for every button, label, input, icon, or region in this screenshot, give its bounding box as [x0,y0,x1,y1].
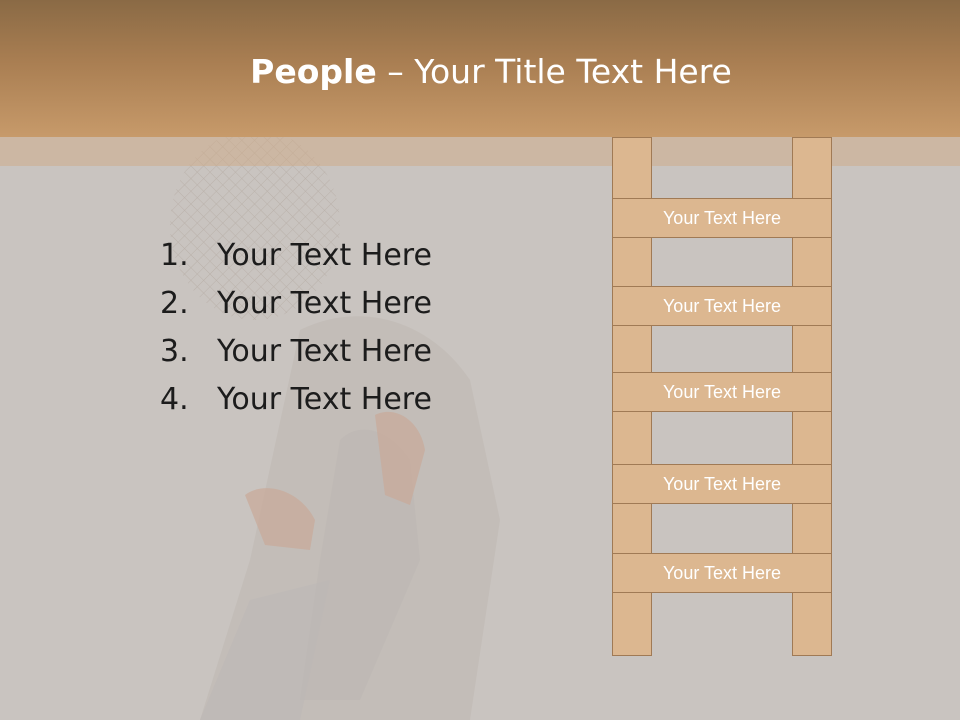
list-item-text: Your Text Here [217,382,432,417]
list-item: 2. Your Text Here [160,280,432,328]
ladder-rung-1[interactable]: Your Text Here [612,198,832,238]
list-item-number: 4. [160,382,189,417]
list-item: 3. Your Text Here [160,328,432,376]
title-bar [0,0,960,137]
list-item-text: Your Text Here [217,238,432,273]
ladder-rung-3[interactable]: Your Text Here [612,372,832,412]
numbered-list[interactable]: 1. Your Text Here 2. Your Text Here 3. Your… [160,232,432,424]
list-item: 1. Your Text Here [160,232,432,280]
ladder-rung-5[interactable]: Your Text Here [612,553,832,593]
list-item-number: 1. [160,238,189,273]
slide-title[interactable]: People – Your Title Text Here [0,52,960,91]
list-item: 4. Your Text Here [160,376,432,424]
title-rest-part: – Your Title Text Here [376,52,732,91]
list-item-text: Your Text Here [217,334,432,369]
ladder-rung-2[interactable]: Your Text Here [612,286,832,326]
list-item-text: Your Text Here [217,286,432,321]
title-bold-part: People [250,52,377,91]
ladder-rung-4[interactable]: Your Text Here [612,464,832,504]
list-item-number: 3. [160,334,189,369]
list-item-number: 2. [160,286,189,321]
